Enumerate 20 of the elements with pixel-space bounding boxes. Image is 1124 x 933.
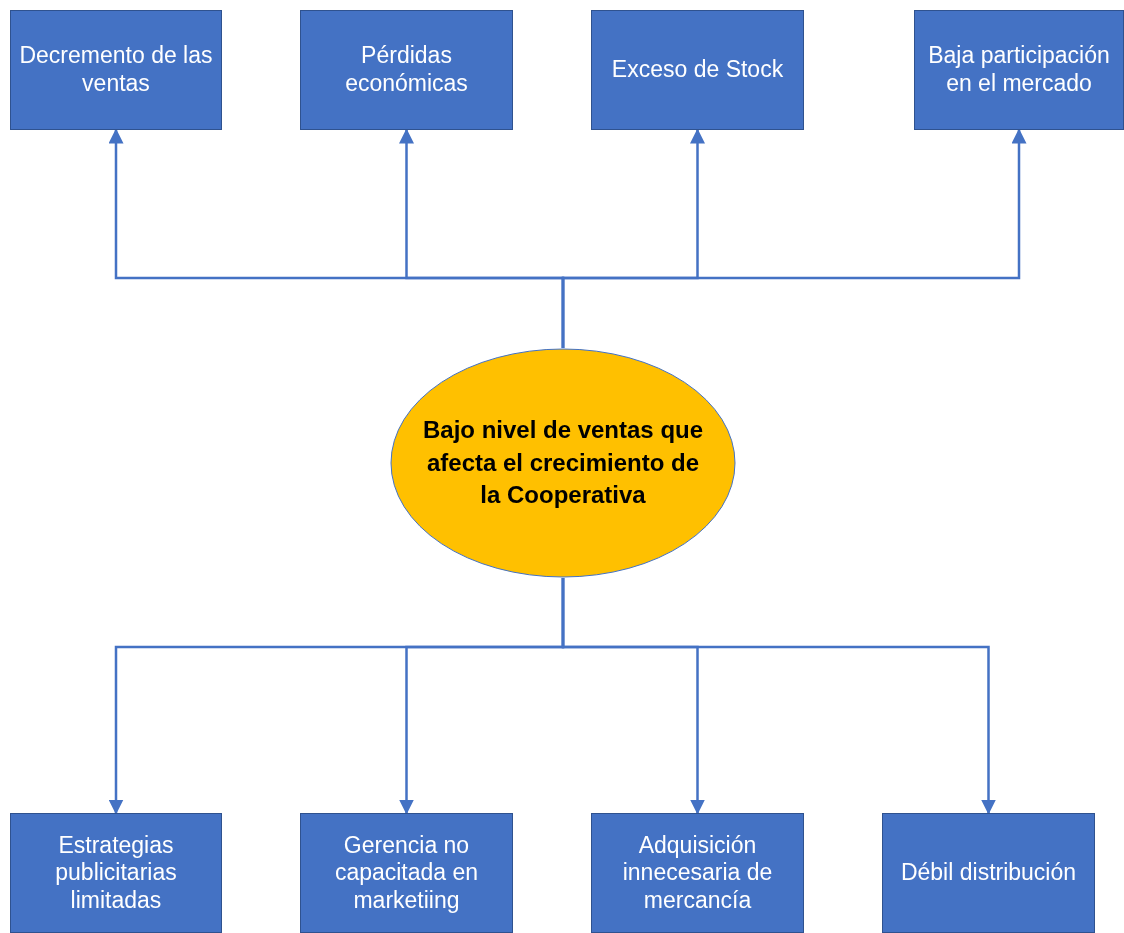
arrow — [561, 128, 1027, 348]
box-text: Bajo nivel de ventas que afecta el crecimiento de la Cooperativa — [421, 415, 705, 511]
effect-box — [10, 10, 222, 130]
effect-box — [300, 10, 513, 130]
box-text: Decremento de las ventas — [18, 42, 214, 98]
box-text: Adquisición innecesaria de mercancía — [621, 831, 774, 915]
cause-box — [591, 813, 804, 933]
cause-box — [300, 813, 513, 933]
box-text: Baja participación en el mercado — [927, 42, 1111, 98]
box-text: Estrategias publicitarias limitadas — [54, 831, 178, 915]
cause-box — [882, 813, 1095, 933]
problem-ellipse — [390, 348, 736, 578]
effect-box — [914, 10, 1124, 130]
box-text: Pérdidas económicas — [344, 42, 469, 98]
cause-box — [10, 813, 222, 933]
box-text: Débil distribución — [900, 859, 1077, 887]
box-text: Exceso de Stock — [611, 56, 784, 84]
arrow — [561, 578, 996, 815]
effect-box — [591, 10, 804, 130]
box-text: Gerencia no capacitada en marketiing — [333, 831, 480, 915]
